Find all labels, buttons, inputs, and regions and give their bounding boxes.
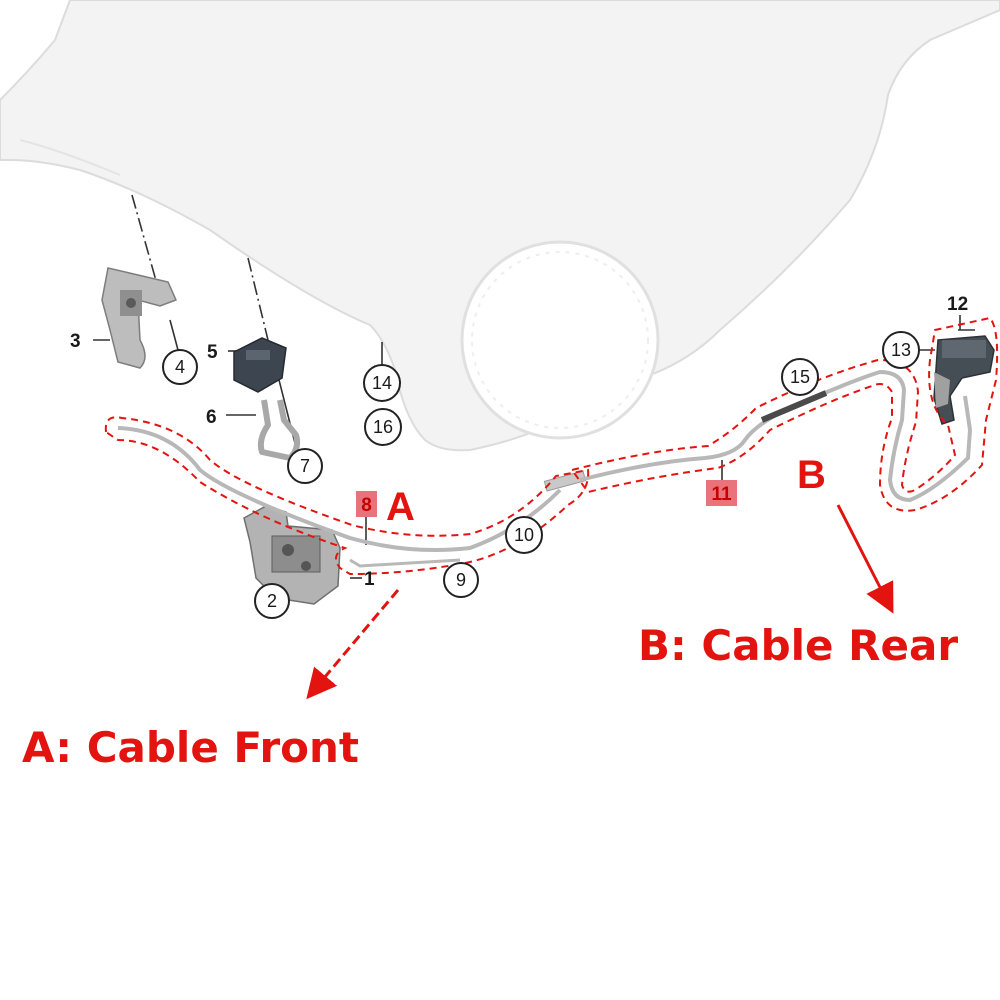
callout-9: 9	[443, 562, 479, 598]
pointer-arrows	[306, 504, 894, 700]
label-1: 1	[364, 569, 375, 590]
highlight-box-8	[356, 491, 377, 517]
label-3: 3	[70, 331, 81, 352]
svg-text:15: 15	[790, 367, 810, 387]
svg-text:14: 14	[372, 373, 392, 393]
caption-front: A: Cable Front	[22, 723, 359, 772]
callouts: 4 14 16 7 10 9 2 15	[162, 331, 920, 619]
svg-text:4: 4	[175, 357, 185, 377]
highlighted-labels: 8 11	[356, 480, 737, 517]
callout-2: 2	[254, 583, 290, 619]
callout-16: 16	[364, 408, 402, 446]
svg-text:9: 9	[456, 570, 466, 590]
release-handle	[933, 335, 995, 425]
label-11: 11	[711, 484, 732, 505]
hood-hinge	[101, 267, 178, 369]
cable-rear	[579, 369, 973, 503]
hood-striker	[257, 399, 301, 461]
svg-text:7: 7	[300, 456, 310, 476]
plain-labels: 3 5 6 1 12	[70, 294, 968, 590]
svg-text:10: 10	[514, 525, 534, 545]
highlight-outline-front	[104, 416, 590, 576]
callout-7: 7	[287, 448, 323, 484]
label-5: 5	[207, 342, 218, 363]
callout-13: 13	[882, 331, 920, 369]
svg-text:13: 13	[891, 340, 911, 360]
marker-a: A	[386, 485, 415, 529]
hood-emblem-opening	[460, 240, 660, 440]
svg-text:16: 16	[373, 417, 393, 437]
callout-14: 14	[363, 364, 401, 402]
svg-text:2: 2	[267, 591, 277, 611]
arrow-rear	[836, 504, 894, 614]
marker-b: B	[797, 453, 826, 497]
callout-4: 4	[162, 349, 198, 385]
label-8: 8	[361, 495, 372, 516]
hood-panel	[0, 0, 1000, 452]
bump-stop	[233, 337, 287, 393]
label-6: 6	[206, 407, 217, 428]
callout-15: 15	[781, 358, 819, 396]
highlight-box-11	[706, 480, 737, 506]
caption-rear: B: Cable Rear	[638, 621, 958, 670]
label-12: 12	[947, 294, 968, 315]
arrow-front	[306, 589, 400, 700]
callout-10: 10	[505, 516, 543, 554]
